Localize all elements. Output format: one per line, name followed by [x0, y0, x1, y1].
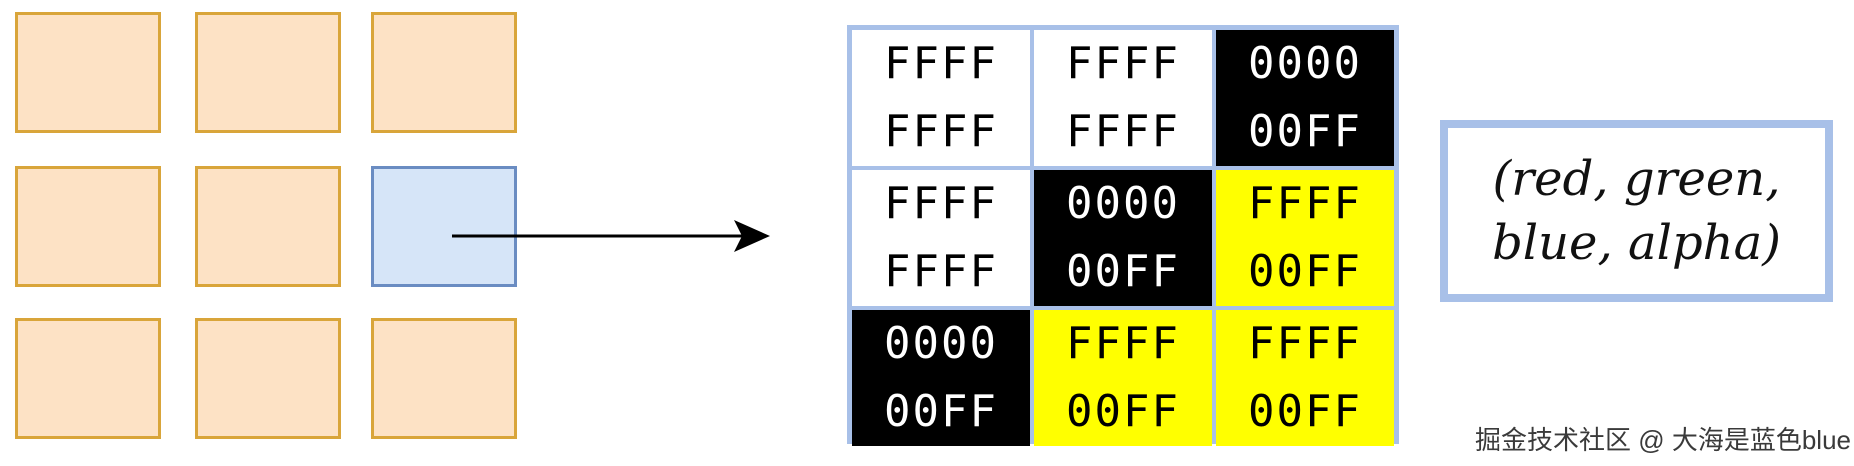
watermark: 掘金技术社区 @ 大海是蓝色blue	[1475, 425, 1851, 455]
cell-line1: FFFF	[1248, 318, 1362, 369]
cell-line1: FFFF	[1248, 178, 1362, 229]
grid-cell	[15, 166, 161, 287]
cell-line2: 00FF	[1248, 106, 1362, 157]
matrix-cell: 0000 00FF	[1216, 30, 1394, 166]
cell-line1: 0000	[884, 318, 998, 369]
cell-line1: 0000	[1248, 38, 1362, 89]
cell-line1: FFFF	[1066, 318, 1180, 369]
grid-cell	[195, 166, 341, 287]
matrix-cell: FFFF 00FF	[1216, 170, 1394, 306]
rgba-legend-box: (red, green, blue, alpha)	[1440, 120, 1833, 302]
cell-line2: 00FF	[1248, 386, 1362, 437]
grid-cell-selected	[371, 166, 517, 287]
matrix-cell: FFFF 00FF	[1216, 310, 1394, 446]
grid-cell	[15, 318, 161, 439]
cell-line2: FFFF	[884, 106, 998, 157]
cell-line2: 00FF	[884, 386, 998, 437]
grid-cell	[371, 12, 517, 133]
grid-cell	[371, 318, 517, 439]
legend-line2: blue, alpha)	[1492, 215, 1781, 271]
cell-line2: FFFF	[884, 246, 998, 297]
cell-line2: FFFF	[1066, 106, 1180, 157]
grid-cell	[15, 12, 161, 133]
arrow-connector	[452, 220, 770, 252]
matrix-cell: FFFF FFFF	[852, 170, 1030, 306]
cell-line2: 00FF	[1248, 246, 1362, 297]
matrix-cell: 0000 00FF	[852, 310, 1030, 446]
legend-line1: (red, green,	[1492, 151, 1781, 207]
matrix-cell: 0000 00FF	[1034, 170, 1212, 306]
grid-cell	[195, 318, 341, 439]
cell-line1: FFFF	[884, 38, 998, 89]
arrow-head	[734, 220, 770, 252]
pixel-matrix: FFFF FFFF FFFF FFFF 0000 00FF FFFF FFFF …	[847, 25, 1399, 446]
grid-cell	[195, 12, 341, 133]
cell-line2: 00FF	[1066, 246, 1180, 297]
matrix-cell: FFFF FFFF	[1034, 30, 1212, 166]
matrix-cell: FFFF 00FF	[1034, 310, 1212, 446]
cell-line1: FFFF	[884, 178, 998, 229]
cell-line1: 0000	[1066, 178, 1180, 229]
matrix-cell: FFFF FFFF	[852, 30, 1030, 166]
cell-line1: FFFF	[1066, 38, 1180, 89]
cell-line2: 00FF	[1066, 386, 1180, 437]
